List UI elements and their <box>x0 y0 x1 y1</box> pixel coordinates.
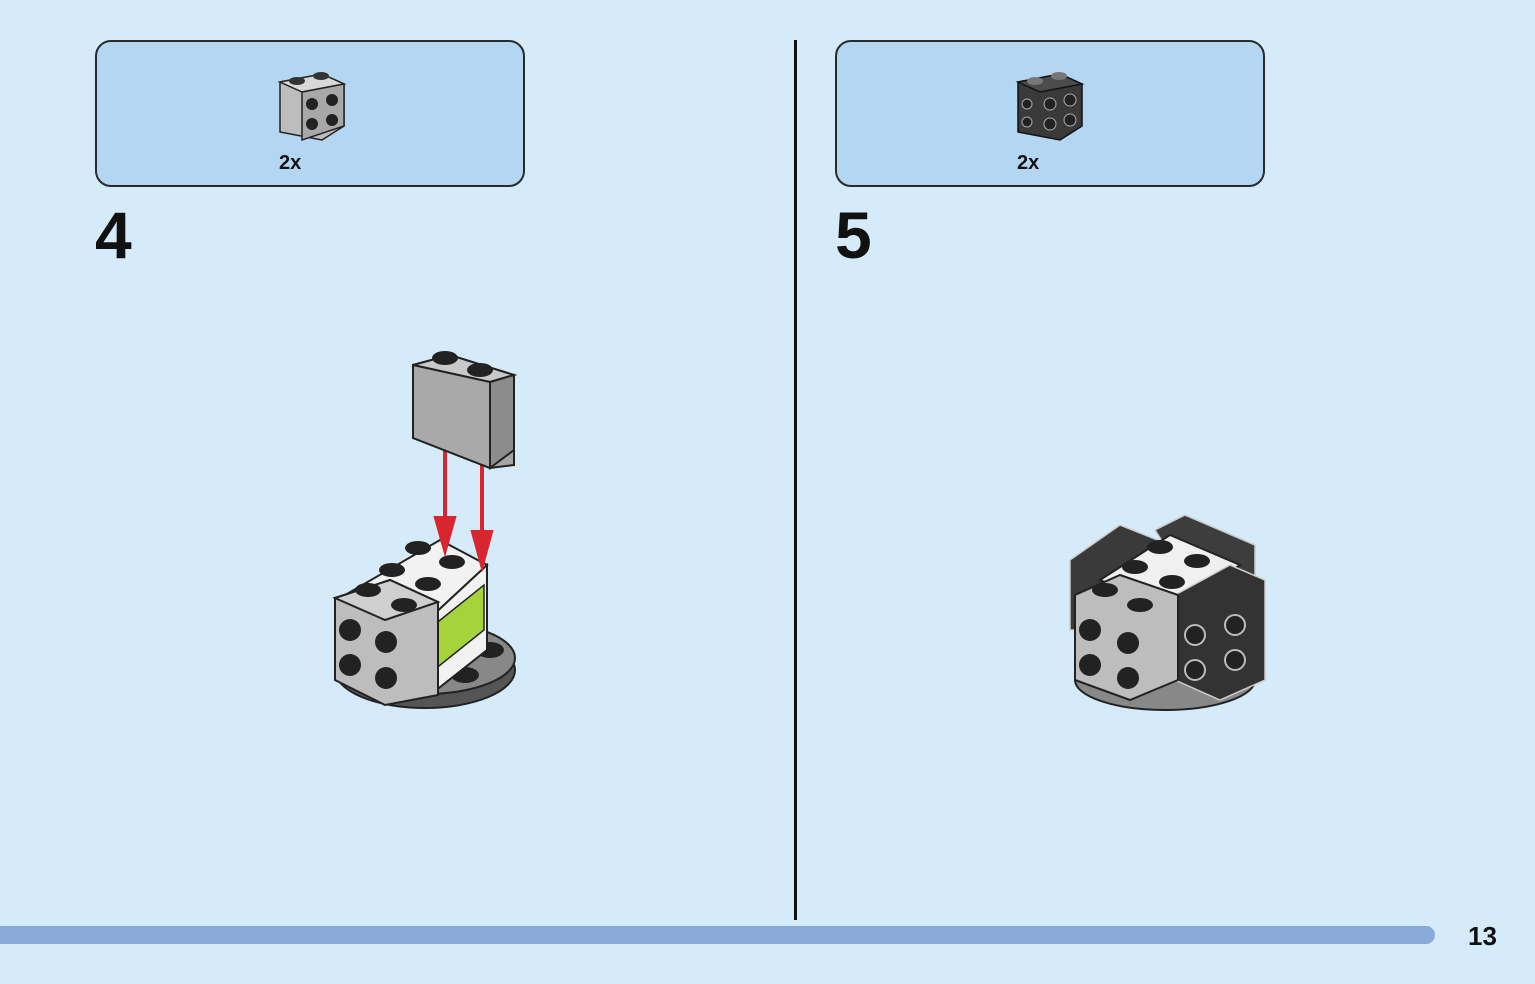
page-number: 13 <box>1468 921 1497 951</box>
part-quantity: 2x <box>1017 152 1040 174</box>
step-divider <box>794 40 797 920</box>
dark-gray-brick-icon <box>1015 72 1085 141</box>
arrow-icon <box>433 450 494 573</box>
step-number: 5 <box>835 198 872 272</box>
parts-list-step-5: 2x <box>835 40 1265 187</box>
step-5-build-illustration <box>1069 514 1266 711</box>
footer-bar <box>0 926 1435 944</box>
step-4-build-illustration <box>332 351 518 709</box>
part-quantity: 2x <box>279 152 302 174</box>
light-gray-brick-icon <box>277 72 347 142</box>
step-number: 4 <box>95 198 132 272</box>
parts-list-step-4: 2x <box>95 40 525 187</box>
